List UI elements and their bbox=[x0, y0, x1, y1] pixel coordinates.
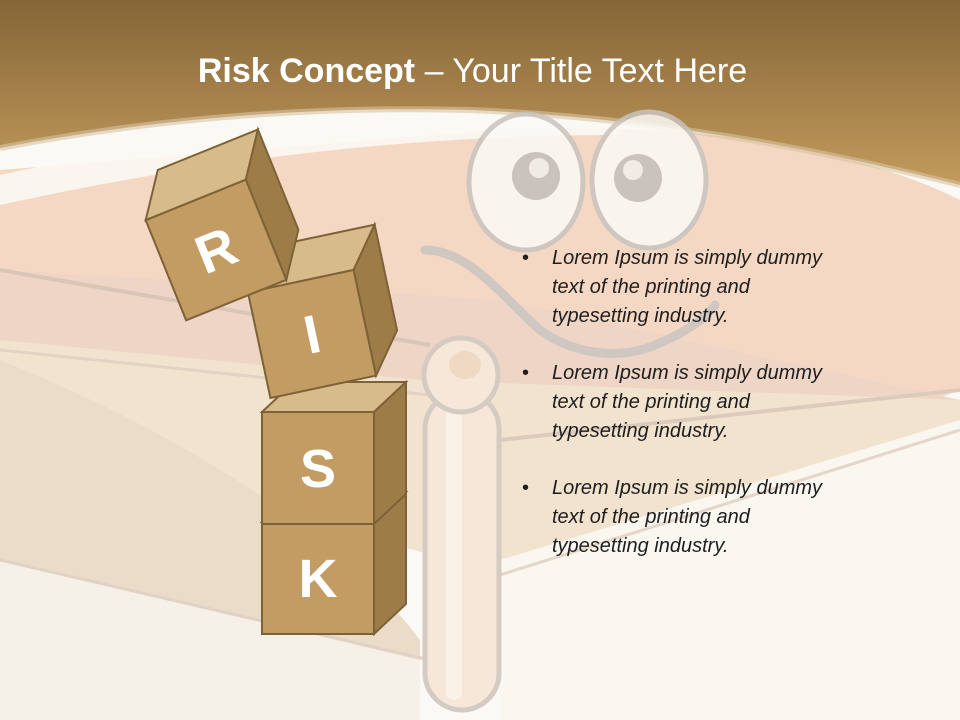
bullet-text: Lorem Ipsum is simply dummy text of the … bbox=[552, 247, 823, 327]
block-letter: S bbox=[300, 439, 336, 499]
letter-block: K bbox=[259, 489, 409, 637]
title-bold: Risk Concept bbox=[197, 52, 416, 90]
bullet-text: Lorem Ipsum is simply dummy text of the … bbox=[552, 477, 823, 557]
bullet-dot: • bbox=[522, 247, 530, 269]
bullet-dot: • bbox=[522, 477, 530, 499]
block-front bbox=[246, 268, 378, 400]
cartoon-smile bbox=[420, 245, 720, 358]
letter-block: I bbox=[246, 221, 399, 400]
bullet-item: • Lorem Ipsum is simply dummy text of the… bbox=[522, 474, 852, 561]
slide-title: Risk Concept – Your Title Text Here bbox=[0, 52, 945, 91]
cartoon-stick bbox=[421, 335, 502, 713]
letter-block: R bbox=[144, 126, 300, 322]
header-band bbox=[0, 0, 960, 185]
letter-block: S bbox=[259, 379, 409, 527]
title-rest: – Your Title Text Here bbox=[415, 52, 748, 90]
block-front bbox=[261, 411, 375, 525]
block-front bbox=[144, 178, 288, 322]
bullet-list: • Lorem Ipsum is simply dummy text of the… bbox=[522, 244, 852, 589]
bullet-item: • Lorem Ipsum is simply dummy text of the… bbox=[522, 359, 852, 446]
block-front bbox=[261, 521, 375, 635]
bullet-text: Lorem Ipsum is simply dummy text of the … bbox=[552, 362, 823, 442]
cartoon-eyes bbox=[466, 109, 709, 253]
bullet-item: • Lorem Ipsum is simply dummy text of the… bbox=[522, 244, 852, 331]
bullet-dot: • bbox=[522, 362, 530, 384]
block-letter: K bbox=[299, 549, 338, 609]
